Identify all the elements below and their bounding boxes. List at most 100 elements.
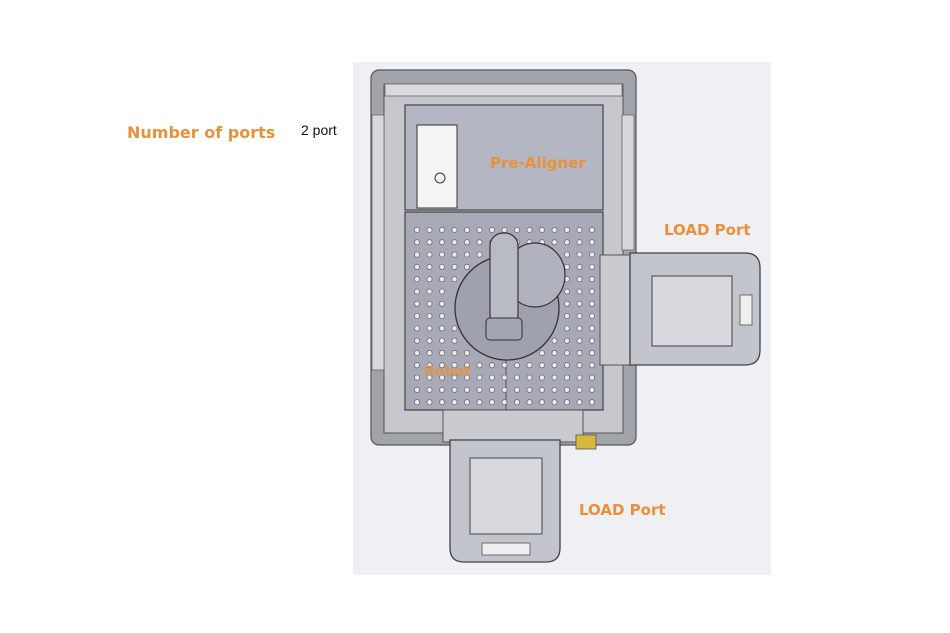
deck-hole bbox=[576, 374, 583, 381]
deck-hole bbox=[476, 251, 483, 258]
deck-hole bbox=[589, 386, 595, 393]
deck-hole bbox=[426, 313, 433, 319]
deck-hole bbox=[451, 325, 458, 332]
deck-hole bbox=[589, 251, 595, 258]
deck-hole bbox=[576, 288, 583, 295]
deck-hole bbox=[589, 374, 595, 381]
deck-hole bbox=[576, 350, 583, 356]
deck-hole bbox=[589, 263, 595, 270]
deck-hole bbox=[576, 263, 583, 270]
deck-hole bbox=[551, 350, 558, 356]
deck-hole bbox=[426, 263, 433, 270]
deck-hole bbox=[551, 227, 558, 233]
yellow-connector bbox=[575, 434, 597, 450]
deck-hole bbox=[414, 276, 420, 283]
deck-hole bbox=[426, 276, 433, 283]
deck-hole bbox=[564, 288, 570, 295]
deck-hole bbox=[501, 374, 508, 381]
deck-hole bbox=[539, 374, 545, 381]
deck-hole bbox=[414, 263, 420, 270]
deck-hole bbox=[464, 251, 470, 258]
deck-hole bbox=[589, 350, 595, 356]
deck-hole bbox=[439, 300, 445, 307]
deck-hole bbox=[551, 337, 558, 344]
deck-hole bbox=[426, 251, 433, 258]
deck-hole bbox=[551, 362, 558, 369]
deck-hole bbox=[414, 313, 420, 319]
deck-hole bbox=[589, 399, 595, 406]
deck-hole bbox=[426, 399, 433, 406]
deck-hole bbox=[564, 239, 570, 246]
deck-hole bbox=[589, 313, 595, 319]
deck-hole bbox=[576, 227, 583, 233]
deck-hole bbox=[576, 362, 583, 369]
deck-hole bbox=[414, 288, 420, 295]
deck-hole bbox=[501, 386, 508, 393]
deck-hole bbox=[539, 399, 545, 406]
deck-hole bbox=[414, 374, 420, 381]
deck-hole bbox=[476, 399, 483, 406]
deck-hole bbox=[464, 362, 470, 369]
deck-hole bbox=[589, 362, 595, 369]
deck-hole bbox=[426, 337, 433, 344]
deck-hole bbox=[576, 239, 583, 246]
deck-hole bbox=[439, 263, 445, 270]
deck-hole bbox=[576, 325, 583, 332]
deck-hole bbox=[489, 227, 495, 233]
deck-hole bbox=[501, 227, 508, 233]
deck-hole bbox=[464, 386, 470, 393]
bottom-load-port-handle bbox=[481, 542, 531, 556]
deck-hole bbox=[551, 374, 558, 381]
deck-hole bbox=[414, 386, 420, 393]
deck-hole bbox=[451, 350, 458, 356]
deck-hole bbox=[451, 263, 458, 270]
deck-hole bbox=[576, 251, 583, 258]
deck-hole bbox=[589, 337, 595, 344]
deck-hole bbox=[476, 362, 483, 369]
deck-hole bbox=[451, 239, 458, 246]
deck-hole bbox=[464, 227, 470, 233]
deck-hole bbox=[551, 239, 558, 246]
deck-hole bbox=[564, 263, 570, 270]
deck-hole bbox=[414, 399, 420, 406]
deck-hole bbox=[489, 362, 495, 369]
deck-hole bbox=[476, 386, 483, 393]
deck-hole bbox=[526, 374, 533, 381]
left-rail bbox=[371, 114, 385, 371]
deck-hole bbox=[576, 300, 583, 307]
robot-end-effector bbox=[485, 317, 523, 341]
deck-hole bbox=[451, 374, 458, 381]
pre-aligner-chuck bbox=[434, 172, 446, 184]
deck-hole bbox=[551, 386, 558, 393]
load-port-bottom-label: LOAD Port bbox=[579, 501, 666, 519]
deck-hole bbox=[539, 350, 545, 356]
deck-hole bbox=[414, 350, 420, 356]
bottom-load-port-plate bbox=[469, 457, 543, 535]
deck-hole bbox=[439, 313, 445, 319]
deck-hole bbox=[564, 337, 570, 344]
deck-hole bbox=[526, 362, 533, 369]
deck-hole bbox=[439, 227, 445, 233]
deck-hole bbox=[426, 288, 433, 295]
robot-arm bbox=[489, 232, 519, 329]
deck-hole bbox=[589, 276, 595, 283]
deck-hole bbox=[539, 386, 545, 393]
deck-hole bbox=[464, 374, 470, 381]
deck-hole bbox=[514, 386, 520, 393]
deck-hole bbox=[514, 399, 520, 406]
deck-hole bbox=[576, 399, 583, 406]
deck-hole bbox=[414, 325, 420, 332]
deck-hole bbox=[451, 276, 458, 283]
deck-hole bbox=[439, 325, 445, 332]
deck-hole bbox=[539, 362, 545, 369]
deck-hole bbox=[426, 239, 433, 246]
deck-hole bbox=[489, 399, 495, 406]
deck-hole bbox=[564, 251, 570, 258]
deck-hole bbox=[464, 399, 470, 406]
deck-hole bbox=[451, 362, 458, 369]
deck-hole bbox=[539, 227, 545, 233]
deck-hole bbox=[564, 300, 570, 307]
deck-hole bbox=[426, 227, 433, 233]
deck-hole bbox=[451, 251, 458, 258]
